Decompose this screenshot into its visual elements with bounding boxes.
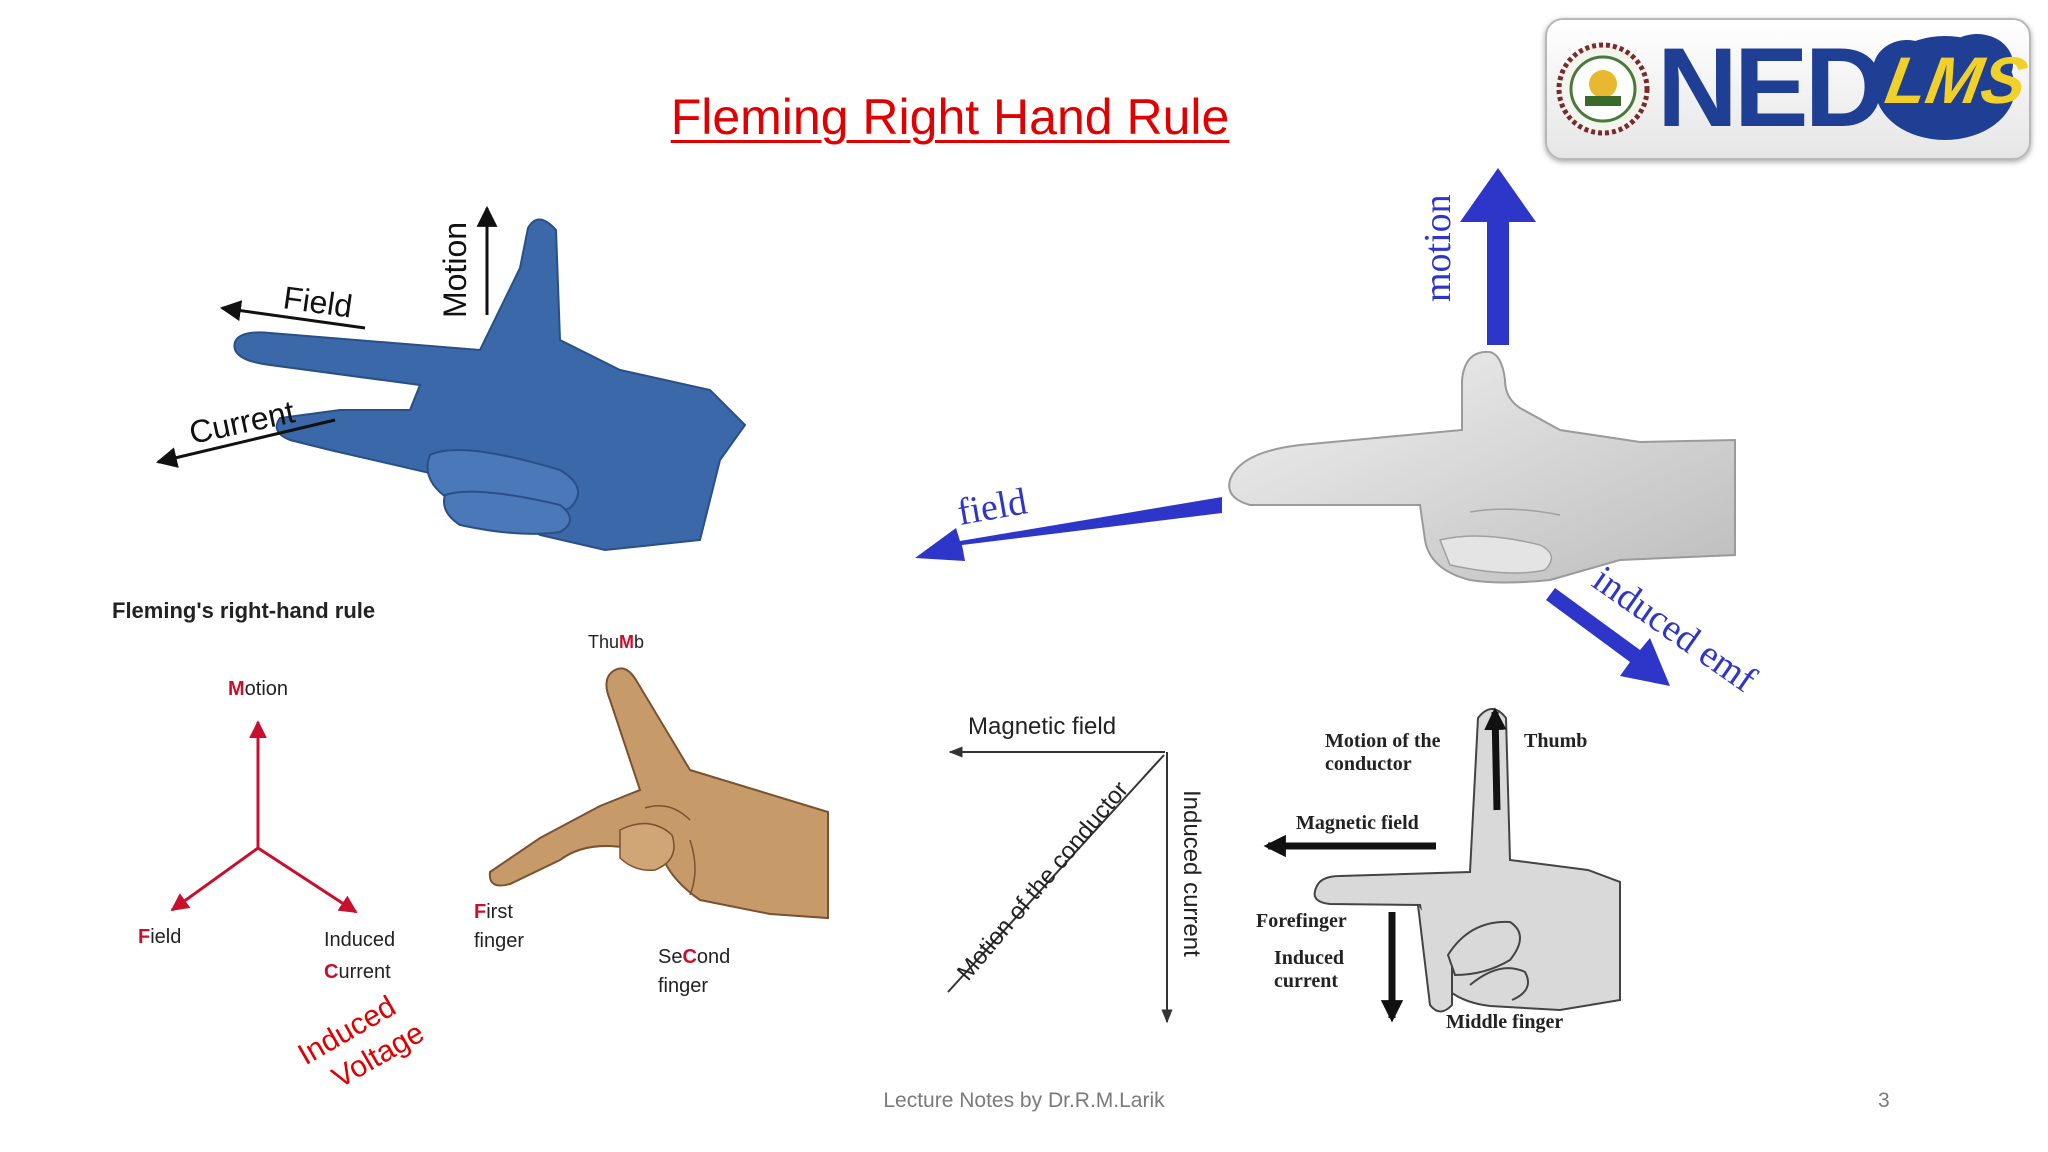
motion-arrow-head <box>1460 168 1536 222</box>
motion-axis <box>947 754 1165 993</box>
tan-first-label: First <box>474 901 513 923</box>
rule-current-label: Current <box>324 961 391 983</box>
blue-current-arrow <box>155 418 336 468</box>
thumb-label: Thumb <box>1524 730 1587 752</box>
ned-lms-logo: NED LMS <box>1545 18 2033 160</box>
university-seal-icon <box>1556 42 1650 136</box>
tan-first-finger-label: finger <box>474 930 524 952</box>
current-label: current <box>1274 970 1338 992</box>
field-arrow <box>915 497 1222 561</box>
rule-induced-label: Induced <box>324 929 395 951</box>
magnetic-field-label: Magnetic field <box>968 713 1116 740</box>
motion-label: motion <box>1417 194 1459 302</box>
tan-second-finger-label: finger <box>658 975 708 997</box>
forefinger-label: Forefinger <box>1256 910 1347 932</box>
induced-current-label: Induced current <box>1178 790 1205 957</box>
induced-label: Induced <box>1274 947 1344 969</box>
conductor-label: conductor <box>1325 753 1412 775</box>
tan-hand-illustration: ThuMb First finger SeCond finger <box>474 632 829 997</box>
blue-hand-shape <box>233 218 747 552</box>
page-number: 3 <box>1878 1089 1890 1112</box>
induced-emf-arrow <box>1546 588 1670 686</box>
blue-motion-label: Motion <box>437 222 473 318</box>
axes-diagram: Magnetic field Induced current Motion of… <box>947 713 1205 1024</box>
rule-current-axis <box>257 846 358 914</box>
logo-ned-text: NED <box>1657 25 1885 150</box>
labeled-magnetic-field-label: Magnetic field <box>1296 812 1419 834</box>
thumb-arrow <box>1484 707 1507 811</box>
motion-arrow-shaft <box>1487 220 1509 345</box>
rule-motion-label: Motion <box>228 678 288 700</box>
field-label: field <box>954 480 1030 533</box>
gray-hand-shape <box>1228 350 1736 584</box>
tan-thumb-label: ThuMb <box>588 632 644 652</box>
right-hand-rule-diagram: Fleming's right-hand rule Motion Field I… <box>112 598 430 1095</box>
tan-hand-shape <box>488 667 829 920</box>
blue-hand-illustration: Field Current Motion <box>155 205 747 552</box>
blue-field-arrow <box>219 300 366 330</box>
tan-second-label: SeCond <box>658 946 730 968</box>
rule-field-label: Field <box>138 926 181 948</box>
motion-of-the-label: Motion of the <box>1325 730 1441 752</box>
rule-heading: Fleming's right-hand rule <box>112 598 375 623</box>
rule-field-axis <box>170 846 259 912</box>
gray-hand-illustration: motion field induced emf <box>915 168 1764 701</box>
motion-of-conductor-label: Motion of the conductor <box>952 776 1134 986</box>
slide-title: Fleming Right Hand Rule <box>670 89 1230 145</box>
middle-finger-label: Middle finger <box>1446 1011 1563 1033</box>
labeled-hand-illustration: Motion of the conductor Thumb Magnetic f… <box>1256 707 1621 1033</box>
slide-footer: Lecture Notes by Dr.R.M.Larik <box>883 1089 1165 1112</box>
cloud-icon <box>1873 34 2015 140</box>
